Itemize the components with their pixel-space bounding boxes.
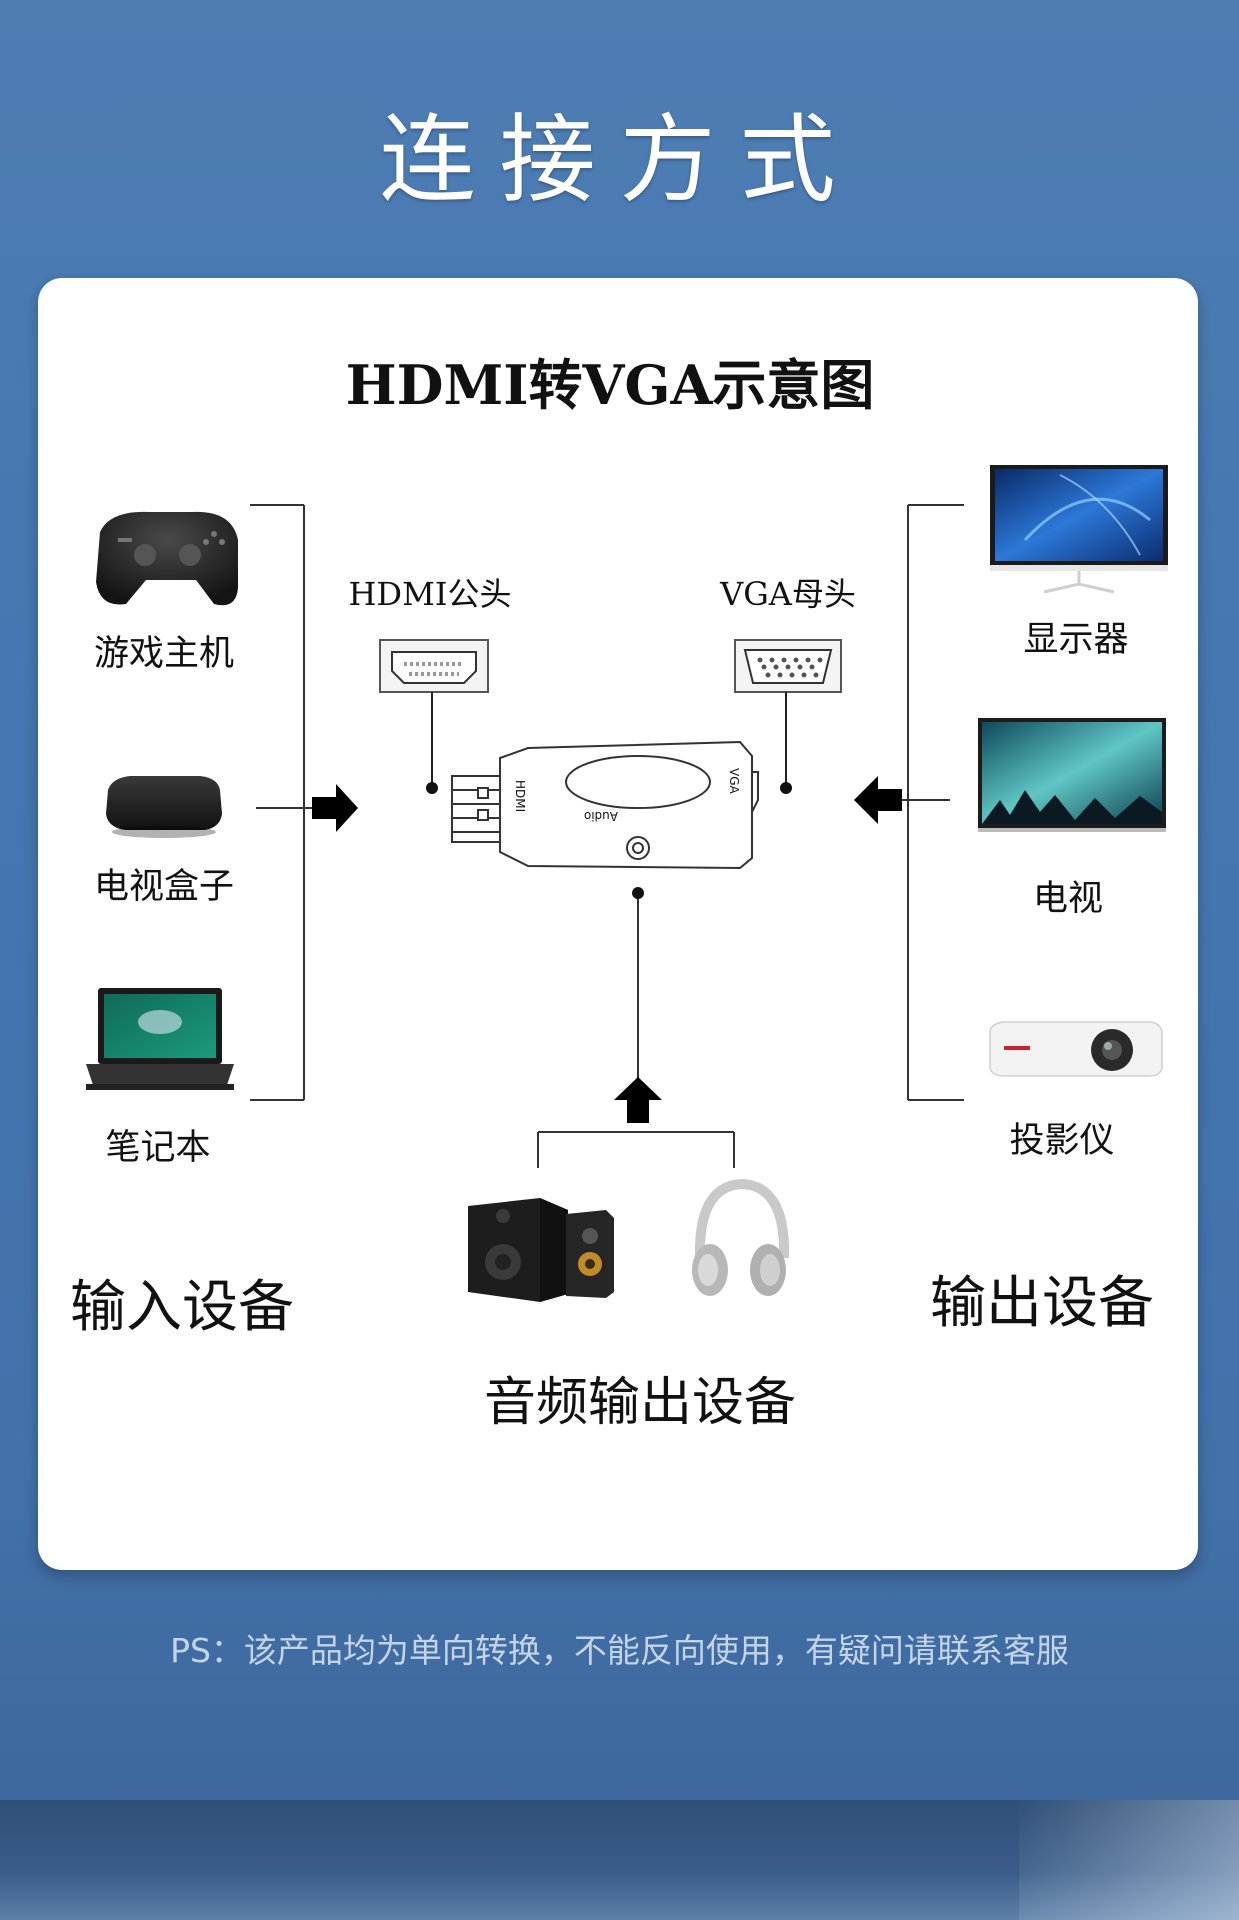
tv-box-icon xyxy=(106,776,222,838)
tv-icon xyxy=(978,718,1166,832)
input-bracket xyxy=(250,504,318,1101)
adapter-hdmi-text: HDMI xyxy=(513,780,527,812)
output-label-monitor: 显示器 xyxy=(1023,620,1128,660)
input-label-game-console: 游戏主机 xyxy=(94,634,234,674)
output-arrow-icon xyxy=(854,776,902,824)
hdmi-vga-adapter xyxy=(451,740,759,870)
projector-icon xyxy=(989,1021,1163,1077)
vga-port-label: VGA母头 xyxy=(719,575,856,613)
vga-connector-icon xyxy=(734,639,842,693)
bottom-glow xyxy=(1019,1800,1239,1920)
input-label-tv-box: 电视盒子 xyxy=(94,867,234,907)
output-group-label: 输出设备 xyxy=(930,1271,1154,1336)
adapter-audio-text: Audio xyxy=(584,809,618,823)
hdmi-port-label: HDMI公头 xyxy=(349,575,512,613)
audio-port-dot xyxy=(632,887,644,899)
page-title: 连接方式 xyxy=(379,104,860,216)
hdmi-connector-icon xyxy=(379,639,489,693)
audio-group-label: 音频输出设备 xyxy=(484,1373,796,1433)
game-console-icon xyxy=(96,511,238,606)
audio-arrow-icon xyxy=(614,1077,662,1123)
laptop-icon xyxy=(86,988,234,1090)
diagram-title: HDMI转VGA示意图 xyxy=(346,353,875,417)
ps-note: PS：该产品均为单向转换，不能反向使用，有疑问请联系客服 xyxy=(170,1631,1069,1670)
monitor-icon xyxy=(990,465,1168,594)
input-label-laptop: 笔记本 xyxy=(105,1128,210,1168)
adapter-vga-text: VGA xyxy=(727,768,741,795)
input-arrow-icon xyxy=(312,784,358,832)
output-label-tv: 电视 xyxy=(1033,879,1103,919)
audio-bracket xyxy=(537,893,735,1168)
speaker-icon xyxy=(468,1198,614,1302)
headphones-icon xyxy=(692,1178,790,1296)
input-group-label: 输入设备 xyxy=(70,1275,294,1340)
output-label-projector: 投影仪 xyxy=(1009,1121,1114,1161)
